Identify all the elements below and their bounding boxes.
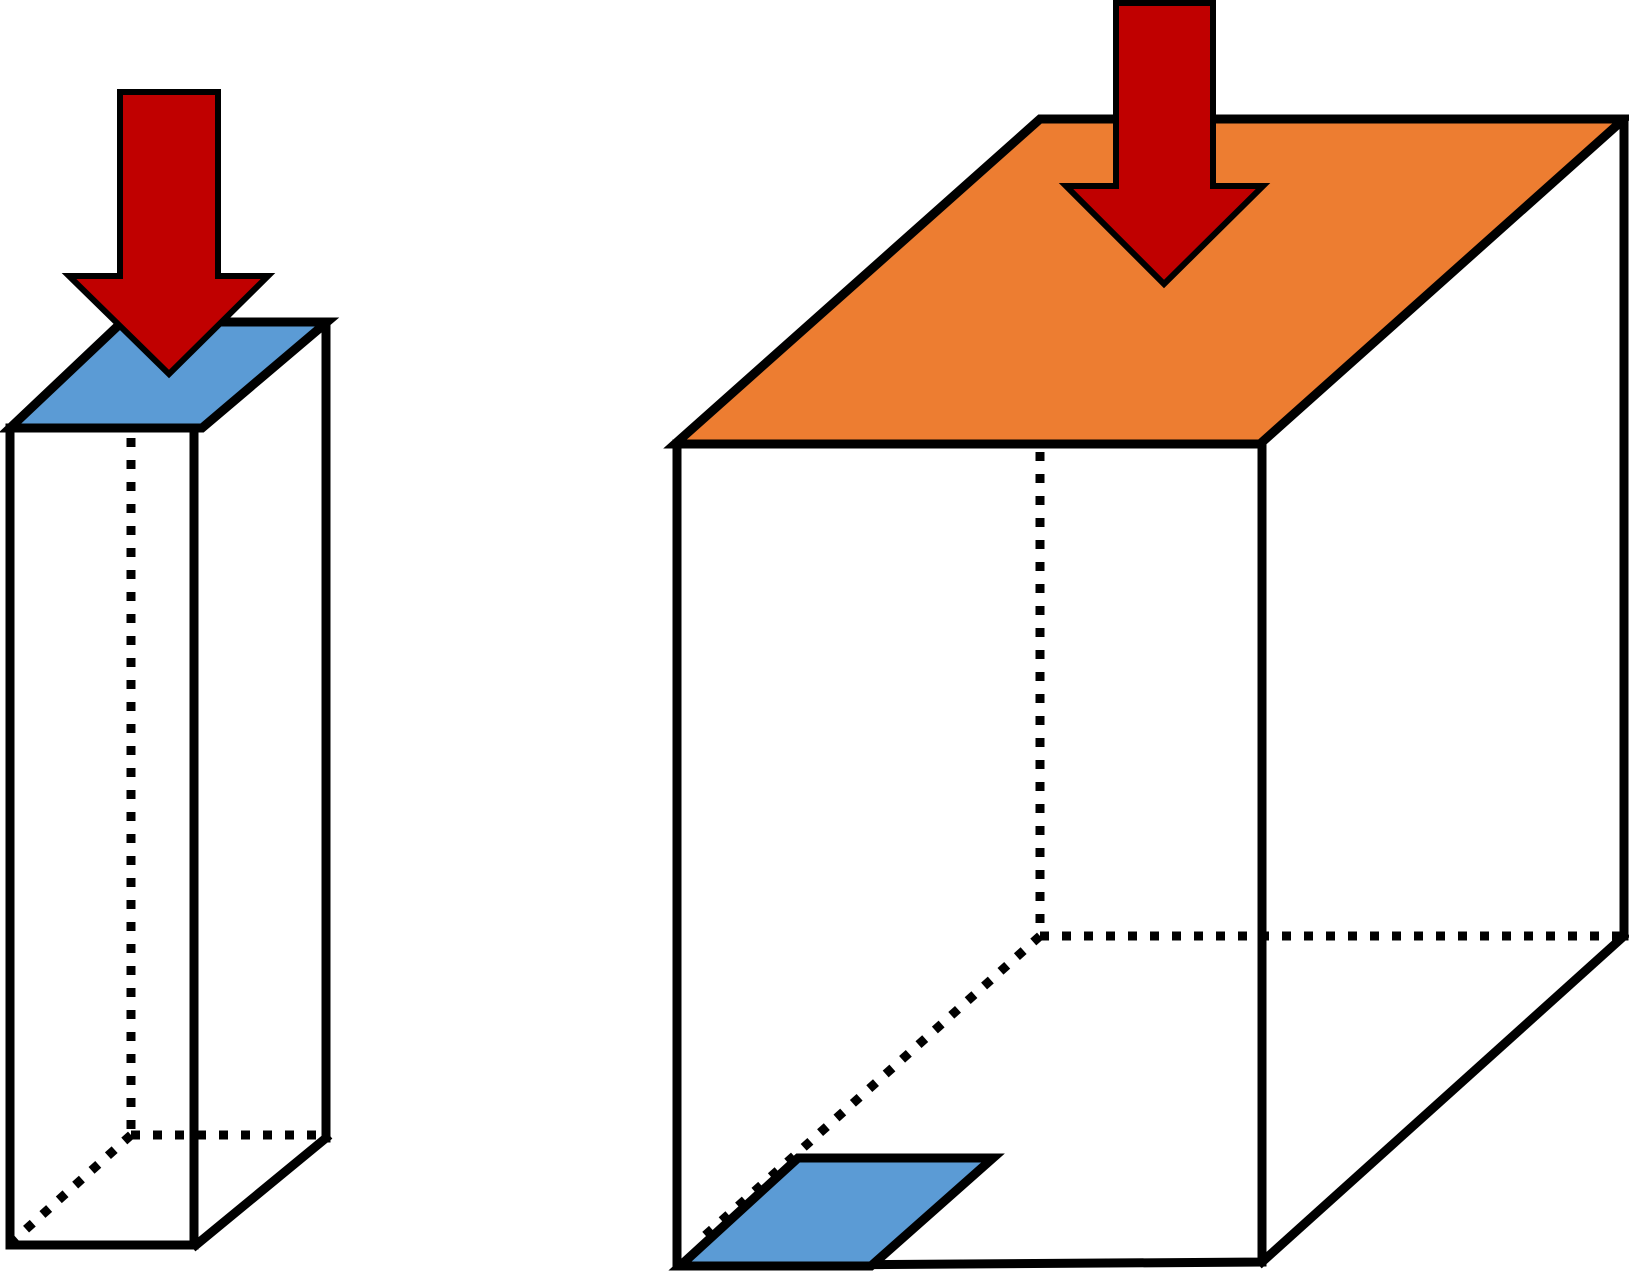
narrow-prism-front-face: [5, 423, 199, 1250]
narrow-prism-hidden-depth-edge: [10, 1131, 135, 1244]
narrow-prism-right-bottom-edge: [189, 1131, 333, 1252]
wide-prism-down-arrow: [1058, 0, 1271, 289]
narrow-prism-down-arrow: [61, 89, 276, 379]
wide-prism-front-face: [672, 439, 1267, 1271]
wide-prism-bottom-patch: [668, 1153, 1005, 1271]
narrow-prism: [0, 89, 340, 1252]
wide-prism-hidden-depth-edge: [697, 932, 1043, 1244]
wide-prism-right-bottom-edge: [1255, 929, 1629, 1269]
wide-prism: [663, 0, 1629, 1271]
